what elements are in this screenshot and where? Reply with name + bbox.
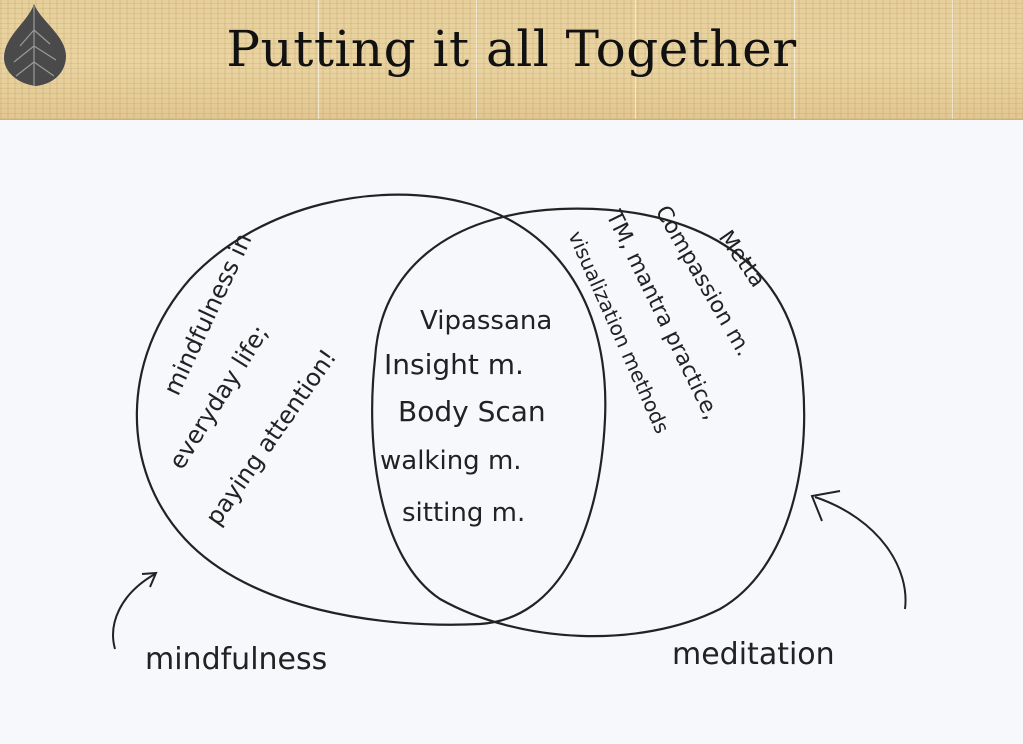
venn-diagram: mindfulness meditation mindfulness in ev… — [112, 193, 907, 677]
page-title: Putting it all Together — [226, 20, 797, 78]
overlap-text-line: Vipassana — [420, 306, 552, 336]
overlap-text-line: sitting m. — [402, 498, 525, 528]
overlap-text-line: Body Scan — [398, 395, 546, 428]
mindfulness-circle — [135, 193, 607, 626]
meditation-arrow — [814, 496, 907, 610]
leaf-icon — [4, 4, 66, 86]
header-banner — [0, 0, 1023, 120]
meditation-label: meditation — [672, 637, 835, 672]
right-text-line: Metta — [713, 226, 770, 292]
meditation-circle — [371, 207, 806, 638]
mindfulness-label: mindfulness — [145, 642, 327, 677]
overlap-text-line: Insight m. — [384, 348, 524, 381]
mindfulness-arrow — [112, 573, 156, 650]
overlap-text-line: walking m. — [380, 446, 522, 476]
